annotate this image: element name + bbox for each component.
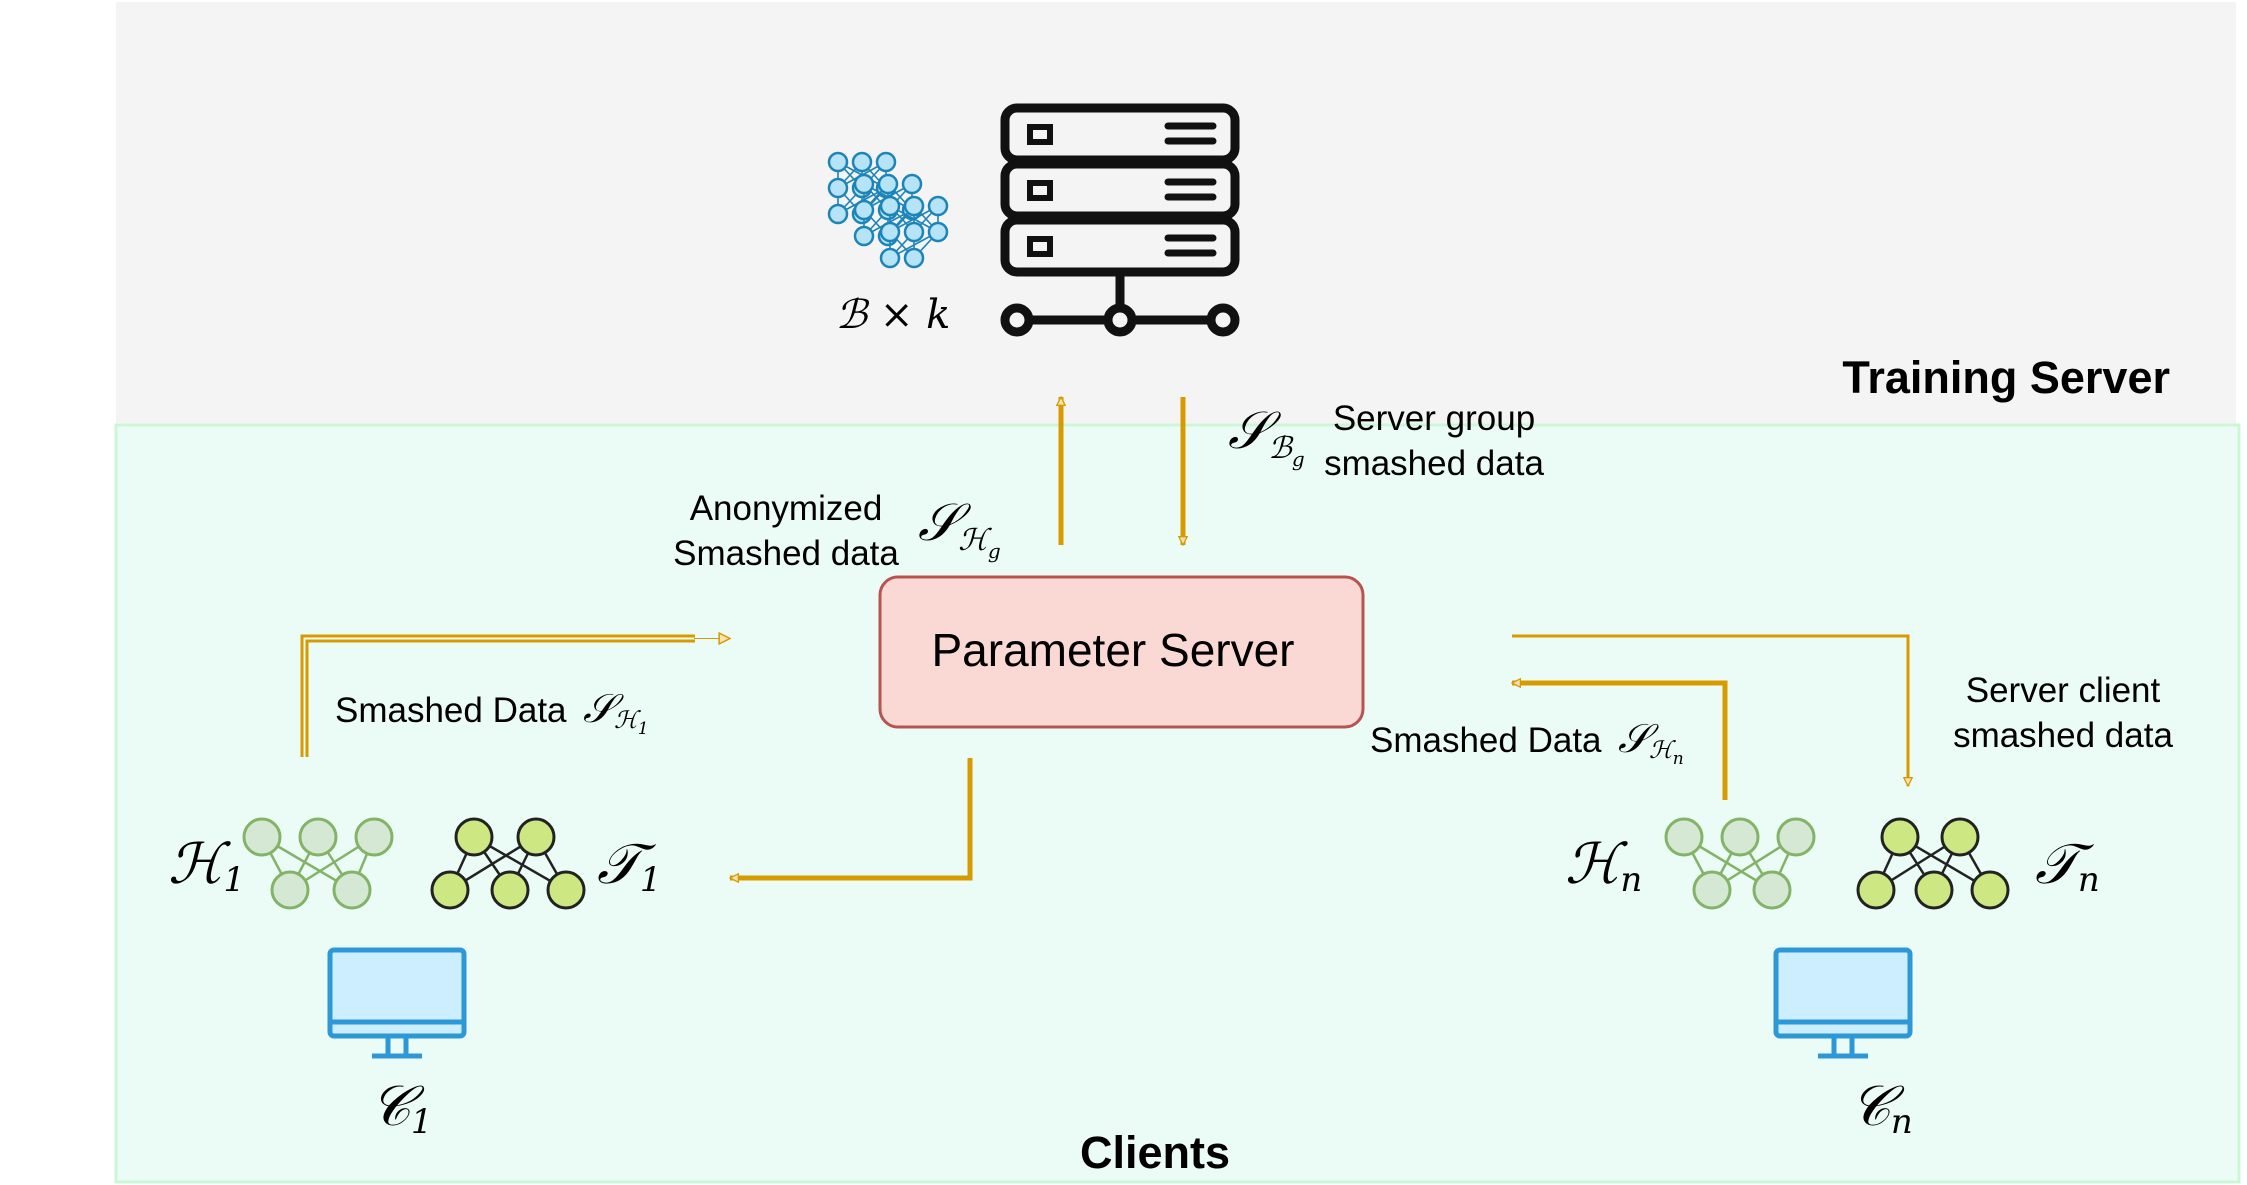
network-node bbox=[1856, 870, 1896, 910]
client1-tail-network-icon bbox=[430, 817, 586, 910]
parameter-server-box bbox=[878, 575, 1365, 729]
network-node bbox=[490, 870, 530, 910]
clients-region bbox=[114, 423, 2241, 1184]
clients-label: Clients bbox=[1080, 1127, 1230, 1178]
network-node bbox=[877, 173, 899, 195]
anonymized-label-line1: Anonymized bbox=[690, 489, 883, 528]
network-node bbox=[1720, 817, 1760, 857]
model-count-label: ℬ × k bbox=[836, 292, 951, 338]
client1-smashed-symbol: 𝒮ℋ1 bbox=[583, 686, 649, 739]
anonymized-label-line2: Smashed data bbox=[673, 534, 899, 573]
network-node bbox=[332, 870, 372, 910]
neural-network-cluster-icon bbox=[827, 151, 949, 269]
server-client-label-line1: Server client bbox=[1966, 671, 2161, 710]
training-server-label: Training Server bbox=[1842, 352, 2170, 403]
server-group-label-line1: Server group bbox=[1333, 399, 1535, 438]
network-node bbox=[901, 173, 923, 195]
network-node bbox=[1692, 870, 1732, 910]
network-node bbox=[1752, 870, 1792, 910]
network-node bbox=[853, 173, 875, 195]
network-node bbox=[927, 221, 949, 243]
network-node bbox=[827, 151, 849, 173]
clientn-head-network-icon bbox=[1664, 817, 1816, 910]
network-node bbox=[1914, 870, 1954, 910]
flow-arrows bbox=[300, 397, 1908, 878]
network-node bbox=[903, 247, 925, 269]
client1-download-arrow bbox=[730, 758, 973, 878]
network-node bbox=[827, 177, 849, 199]
clientn-tail-label: 𝒯n bbox=[2035, 832, 2100, 900]
server-rack-icon bbox=[1000, 103, 1240, 337]
network-node bbox=[430, 870, 470, 910]
network-node bbox=[879, 195, 901, 217]
client1-computer-icon bbox=[327, 947, 467, 1059]
network-node bbox=[354, 817, 394, 857]
network-node bbox=[927, 195, 949, 217]
network-node bbox=[516, 817, 556, 857]
server-group-label-line2: smashed data bbox=[1324, 444, 1544, 483]
clientn-tail-network-icon bbox=[1856, 817, 2010, 910]
clientn-smashed-label: Smashed Data bbox=[1370, 721, 1602, 760]
network-node bbox=[242, 817, 282, 857]
network-node bbox=[1664, 817, 1704, 857]
network-node bbox=[875, 151, 897, 173]
clientn-smashed-symbol: 𝒮ℋn bbox=[1618, 716, 1684, 769]
clientn-upload-arrow bbox=[1512, 683, 1728, 800]
network-node bbox=[853, 199, 875, 221]
network-node bbox=[853, 225, 875, 247]
server-client-label-line2: smashed data bbox=[1953, 716, 2173, 755]
network-node bbox=[851, 151, 873, 173]
client1-smashed-label: Smashed Data bbox=[335, 691, 567, 730]
clientn-download-arrow bbox=[1512, 634, 1908, 786]
network-node bbox=[827, 203, 849, 225]
clientn-computer-label: 𝒞n bbox=[1850, 1074, 1913, 1142]
clientn-head-label: ℋn bbox=[1565, 832, 1642, 900]
client1-upload-arrow bbox=[300, 634, 695, 757]
network-node bbox=[546, 870, 586, 910]
parameter-server-label: Parameter Server bbox=[931, 624, 1294, 676]
client1-head-label: ℋ1 bbox=[168, 832, 245, 900]
network-node bbox=[903, 221, 925, 243]
network-node bbox=[1970, 870, 2010, 910]
client1-head-network-icon bbox=[242, 817, 394, 910]
network-node bbox=[879, 221, 901, 243]
network-node bbox=[454, 817, 494, 857]
network-node bbox=[298, 817, 338, 857]
network-node bbox=[1776, 817, 1816, 857]
network-node bbox=[879, 247, 901, 269]
clientn-computer-icon bbox=[1773, 947, 1913, 1059]
network-node bbox=[270, 870, 310, 910]
network-node bbox=[1880, 817, 1920, 857]
network-node bbox=[1940, 817, 1980, 857]
network-node bbox=[903, 195, 925, 217]
